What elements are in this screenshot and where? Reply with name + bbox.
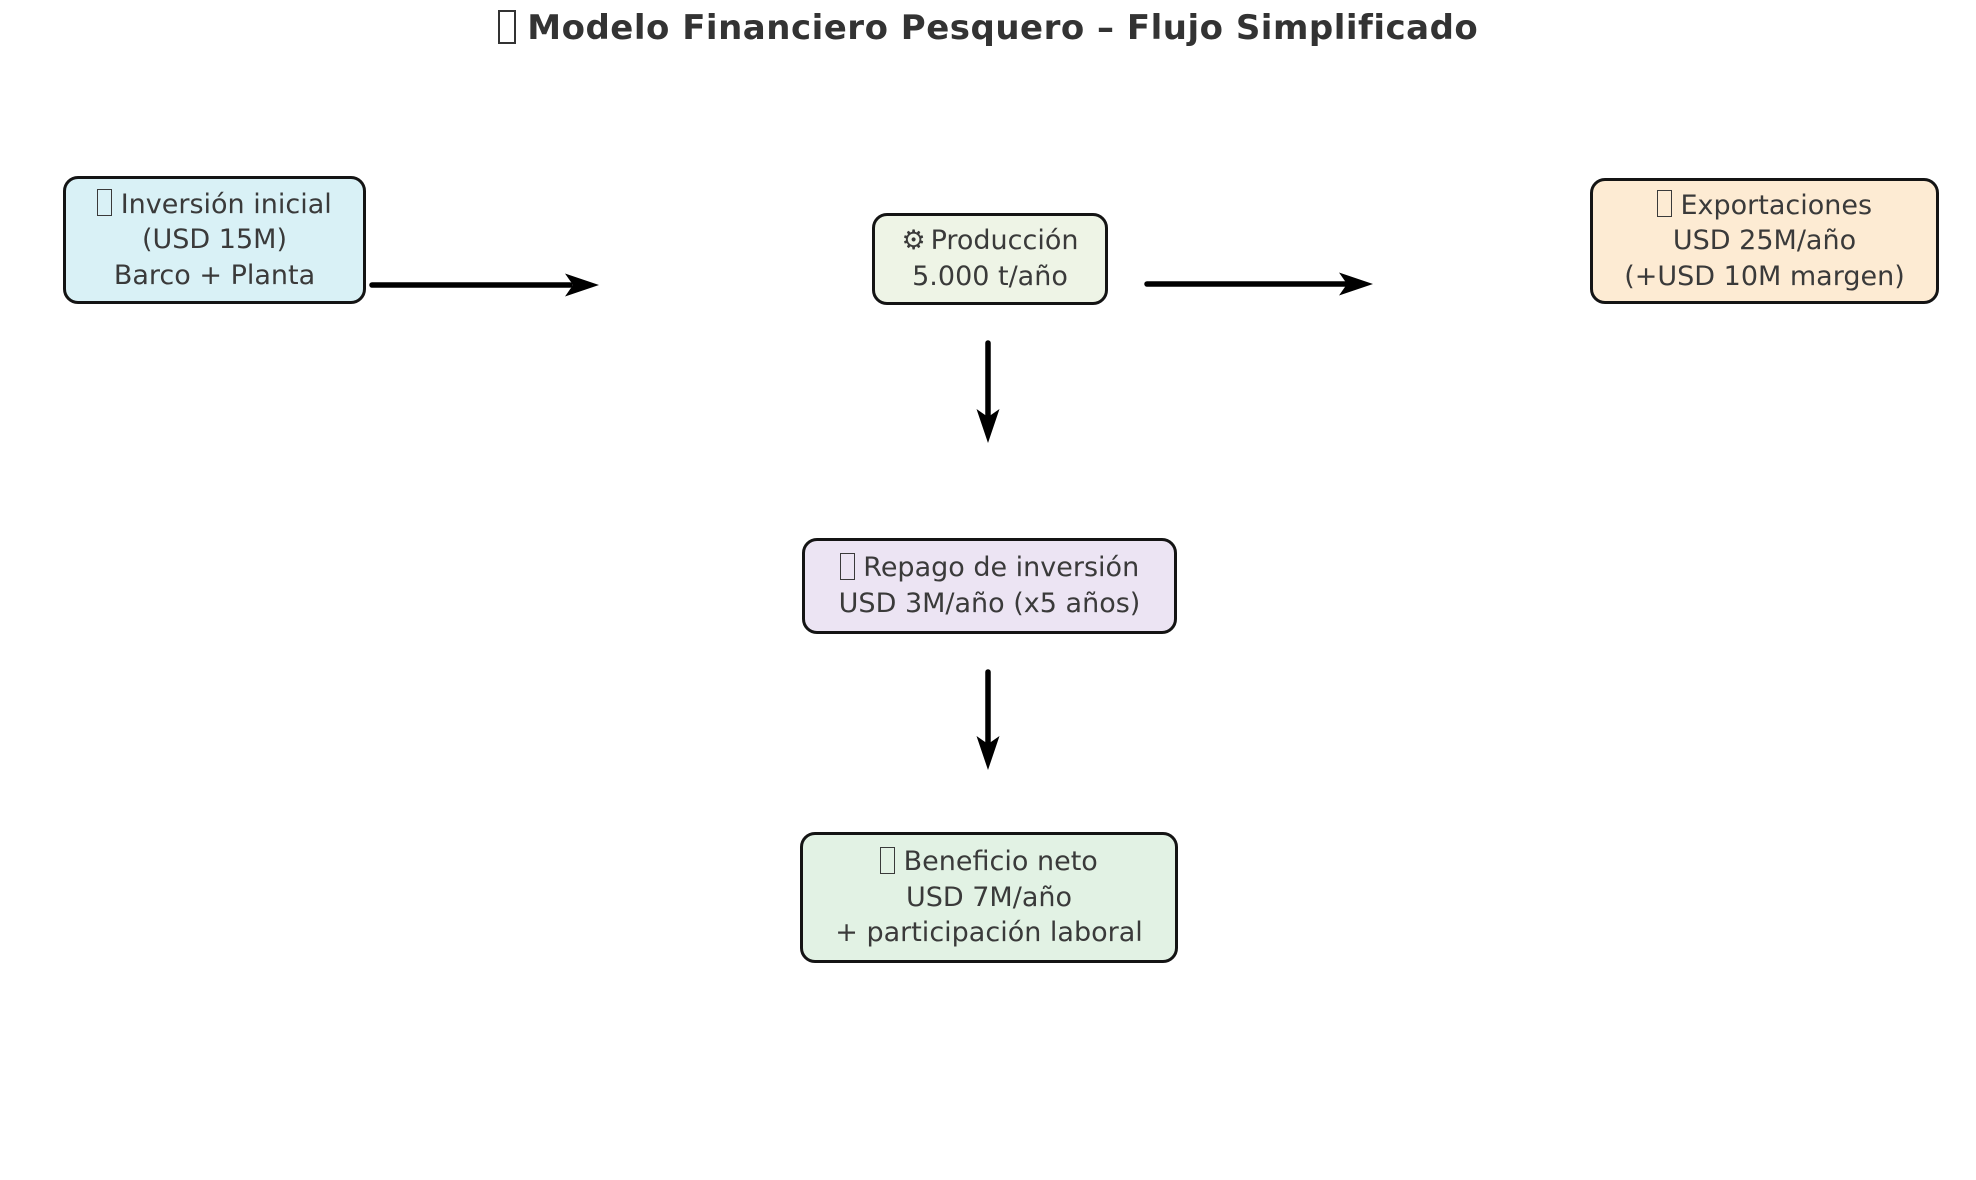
node-production: ⚙Producción 5.000 t/año <box>872 213 1108 305</box>
node-initial-investment-line1: Inversión inicial <box>97 187 332 223</box>
arrow-repayment-to-net-benefit <box>976 669 1000 770</box>
package-missing-glyph-icon <box>1656 190 1672 218</box>
page-title: Modelo Financiero Pesquero – Flujo Simpl… <box>0 8 1976 48</box>
node-net-benefit-title: Beneficio neto <box>903 846 1098 878</box>
node-net-benefit: Beneficio neto USD 7M/año + participació… <box>800 832 1178 963</box>
gear-icon: ⚙ <box>901 225 926 257</box>
node-initial-investment-title: Inversión inicial <box>120 188 332 220</box>
node-production-line1: ⚙Producción <box>902 223 1079 259</box>
node-investment-repayment: Repago de inversión USD 3M/año (x5 años) <box>802 538 1177 634</box>
check-missing-glyph-icon <box>880 846 896 874</box>
node-production-title: Producción <box>930 225 1079 257</box>
node-net-benefit-line1: Beneficio neto <box>880 844 1098 880</box>
node-net-benefit-line3: + participación laboral <box>835 917 1143 949</box>
node-exports-line3: (+USD 10M margen) <box>1624 260 1905 292</box>
node-exports-line1: Exportaciones <box>1656 188 1873 224</box>
node-initial-investment: Inversión inicial (USD 15M) Barco + Plan… <box>63 176 366 304</box>
node-exports: Exportaciones USD 25M/año (+USD 10M marg… <box>1590 178 1939 304</box>
node-production-line2: 5.000 t/año <box>912 261 1068 292</box>
page-title-text: Modelo Financiero Pesquero – Flujo Simpl… <box>527 8 1479 48</box>
arrow-investment-to-production <box>369 273 599 297</box>
node-initial-investment-line3: Barco + Planta <box>113 259 316 291</box>
money-missing-glyph-icon <box>839 553 855 581</box>
node-investment-repayment-title: Repago de inversión <box>863 552 1140 584</box>
node-investment-repayment-line2: USD 3M/año (x5 años) <box>838 588 1141 619</box>
ship-missing-glyph-icon <box>97 189 113 217</box>
node-initial-investment-line2: (USD 15M) <box>142 224 287 256</box>
node-exports-title: Exportaciones <box>1680 189 1873 221</box>
arrow-production-to-exports <box>1144 272 1373 296</box>
node-exports-line2: USD 25M/año <box>1672 225 1857 257</box>
node-investment-repayment-line1: Repago de inversión <box>839 550 1140 586</box>
node-net-benefit-line2: USD 7M/año <box>905 881 1073 913</box>
fish-missing-glyph-icon <box>497 9 517 44</box>
arrow-production-to-repayment <box>976 340 1000 443</box>
